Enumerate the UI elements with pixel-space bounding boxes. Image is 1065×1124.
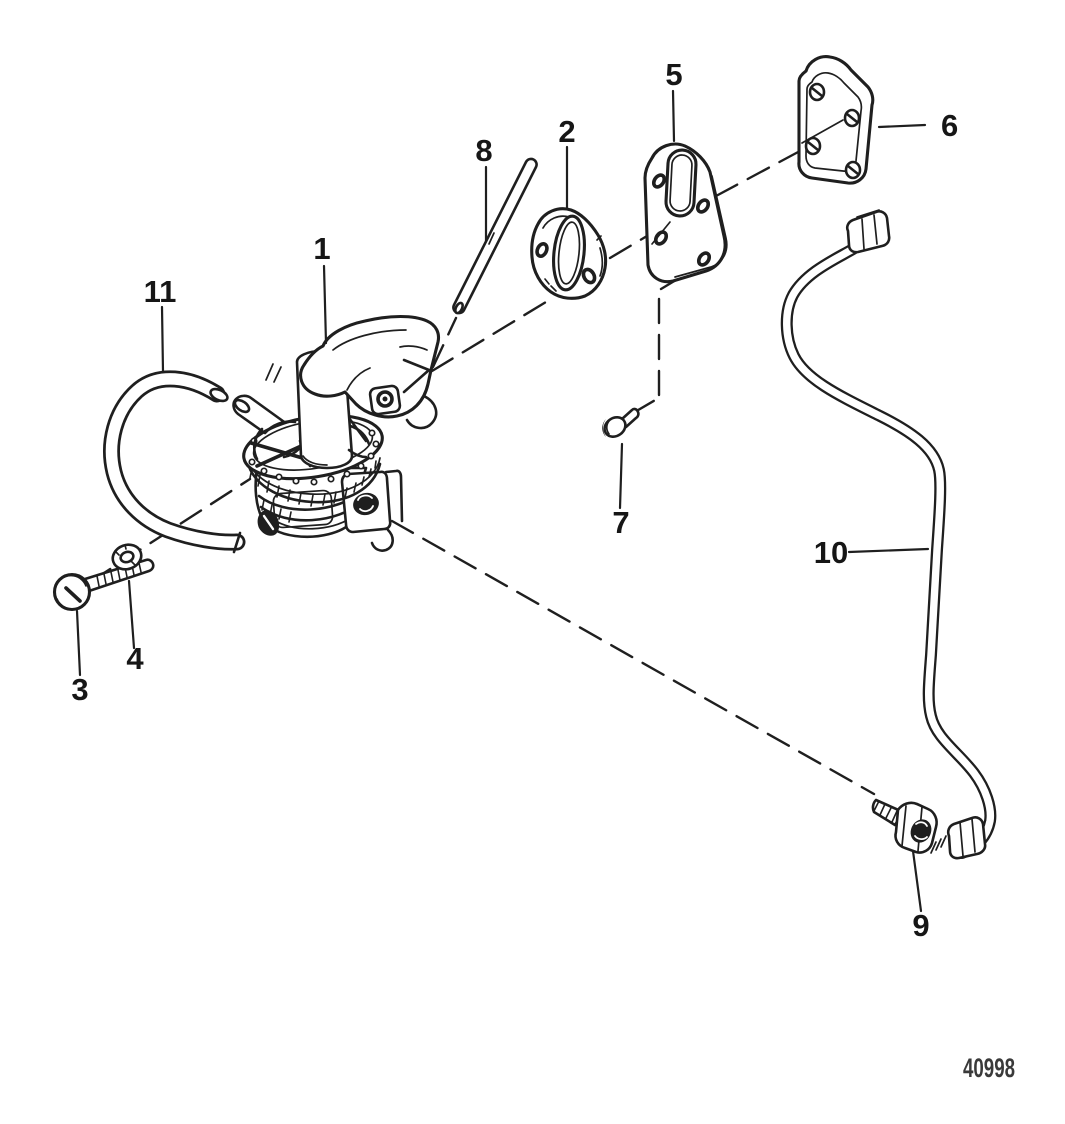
leader-10 [847, 547, 930, 554]
assembly-axis-lines [88, 149, 876, 796]
callout-6: 6 [941, 108, 958, 143]
plate-screw-1-slot [810, 86, 824, 98]
plug-shading [602, 419, 606, 437]
clamp-band-hatching [261, 499, 292, 523]
neck-base-line [302, 455, 328, 466]
arm-housing-notch [402, 358, 431, 394]
plate-inner-frame [805, 72, 863, 172]
leader-3 [75, 609, 82, 677]
fuel-line-body [783, 245, 995, 857]
fuel-line [780, 209, 997, 860]
plate-screws [804, 82, 862, 180]
figure-number: 40998 [963, 1053, 1015, 1083]
rocker-hook [405, 394, 438, 430]
leader-6 [877, 123, 927, 129]
leader-7 [618, 442, 624, 510]
pivot-hole-center [382, 396, 388, 402]
plate-screw-3-slot [806, 140, 820, 152]
plug-fitting [602, 407, 640, 439]
pump-bottom-line [273, 517, 352, 530]
fuel-pump [232, 315, 441, 552]
push-rod-mark [488, 232, 495, 245]
leader-4 [127, 579, 136, 650]
push-rod-end [454, 301, 464, 315]
spacer-hole-1 [651, 173, 667, 189]
outlet-axis-line [390, 519, 876, 796]
plug-cap [603, 415, 627, 439]
callout-3: 3 [71, 672, 88, 707]
gasket-hole-right [581, 267, 597, 285]
push-rod [452, 157, 538, 315]
callout-9: 9 [912, 908, 929, 943]
plate-screw-2-slot [845, 112, 859, 124]
fitting-bore-threads [914, 821, 928, 841]
spacer-slot-inner [669, 154, 693, 212]
spacer-hole-3 [653, 230, 669, 246]
bolt-head-slash [64, 586, 82, 603]
gasket-hole-left [535, 242, 549, 258]
callout-4: 4 [126, 641, 144, 676]
hose-break-marks [265, 363, 282, 383]
gasket-slot [552, 214, 586, 292]
bolt-threads [96, 562, 142, 587]
outlet-port-threads [357, 494, 374, 513]
mounting-bolt [52, 558, 155, 612]
arm-housing-lines [332, 329, 428, 391]
clamp-screw-slot [262, 514, 275, 531]
line-end-threads [930, 835, 947, 854]
push-rod-body [452, 157, 538, 315]
crimp-hatching [249, 460, 377, 507]
spacer-slot [664, 148, 698, 218]
hose-body [105, 373, 243, 548]
spacer-detail-line [651, 221, 671, 245]
fuel-hose [103, 363, 282, 554]
callout-8: 8 [475, 133, 492, 168]
inlet-tube-end [233, 398, 251, 414]
washer-inner [119, 550, 135, 564]
mounting-plate [797, 55, 875, 185]
plug-axis-line [631, 278, 678, 415]
lock-washer [111, 543, 143, 571]
fitting-threads [873, 800, 898, 823]
line-end-fitting-facets [959, 818, 976, 857]
hose-open-end [209, 387, 229, 403]
spacer-hole-4 [696, 251, 712, 267]
pivot-hole [376, 390, 394, 408]
leader-1 [322, 264, 328, 345]
spacer-plate [643, 142, 728, 284]
line-end-fitting [946, 816, 987, 860]
leader-11 [160, 305, 165, 374]
plug-cap-line [605, 420, 610, 435]
gasket-edge-line [542, 215, 604, 277]
callout-7: 7 [612, 505, 629, 540]
leader-9 [911, 849, 923, 913]
callout-11: 11 [144, 274, 177, 309]
axis-line-upper1 [608, 234, 649, 260]
axis-line-mid [430, 300, 548, 373]
leader-5 [671, 89, 676, 143]
callout-5: 5 [665, 57, 682, 92]
callouts: 1 2 3 4 5 6 7 8 9 10 11 [71, 57, 958, 943]
axis-line-upper2 [714, 149, 802, 198]
callout-1: 1 [313, 231, 330, 266]
bolt-head-facets [56, 574, 87, 610]
inlet-fitting [871, 798, 938, 854]
neck-flare [282, 446, 368, 459]
gasket-slot-inner [557, 221, 581, 285]
callout-10: 10 [814, 535, 848, 570]
outlet-bracket [370, 469, 404, 552]
line-top-fitting [845, 210, 891, 254]
hose-cut-end [232, 531, 242, 554]
plate-screw-4-slot [846, 164, 860, 176]
spacer-edge-thickness [674, 175, 728, 278]
pump-gasket [530, 207, 608, 300]
spacer-hole-2 [695, 198, 711, 214]
washer-hatching [114, 544, 136, 566]
callout-2: 2 [558, 114, 575, 149]
line-top-fitting-facets [861, 214, 878, 250]
push-rod-axis-line [431, 316, 458, 369]
gasket-hatching [544, 235, 602, 292]
dome-left-wing [263, 420, 297, 435]
